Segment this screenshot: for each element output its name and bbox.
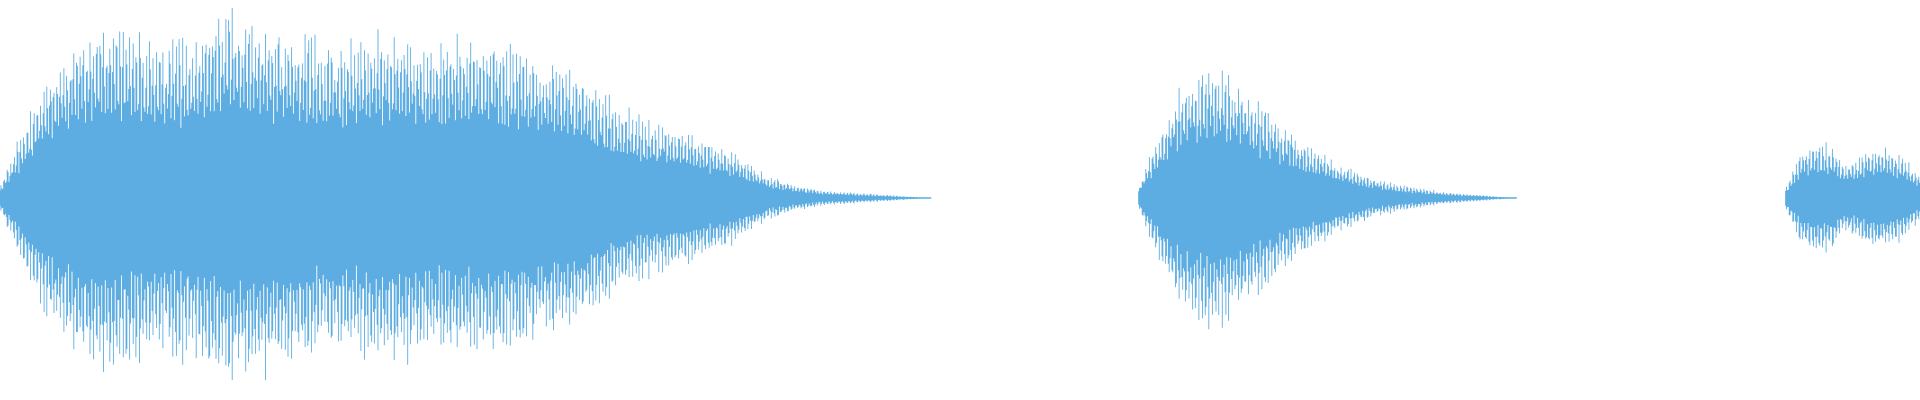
waveform-segment-1 bbox=[0, 7, 932, 381]
waveform-segment-2 bbox=[1138, 70, 1517, 330]
waveform-segment-3 bbox=[1785, 142, 1920, 253]
